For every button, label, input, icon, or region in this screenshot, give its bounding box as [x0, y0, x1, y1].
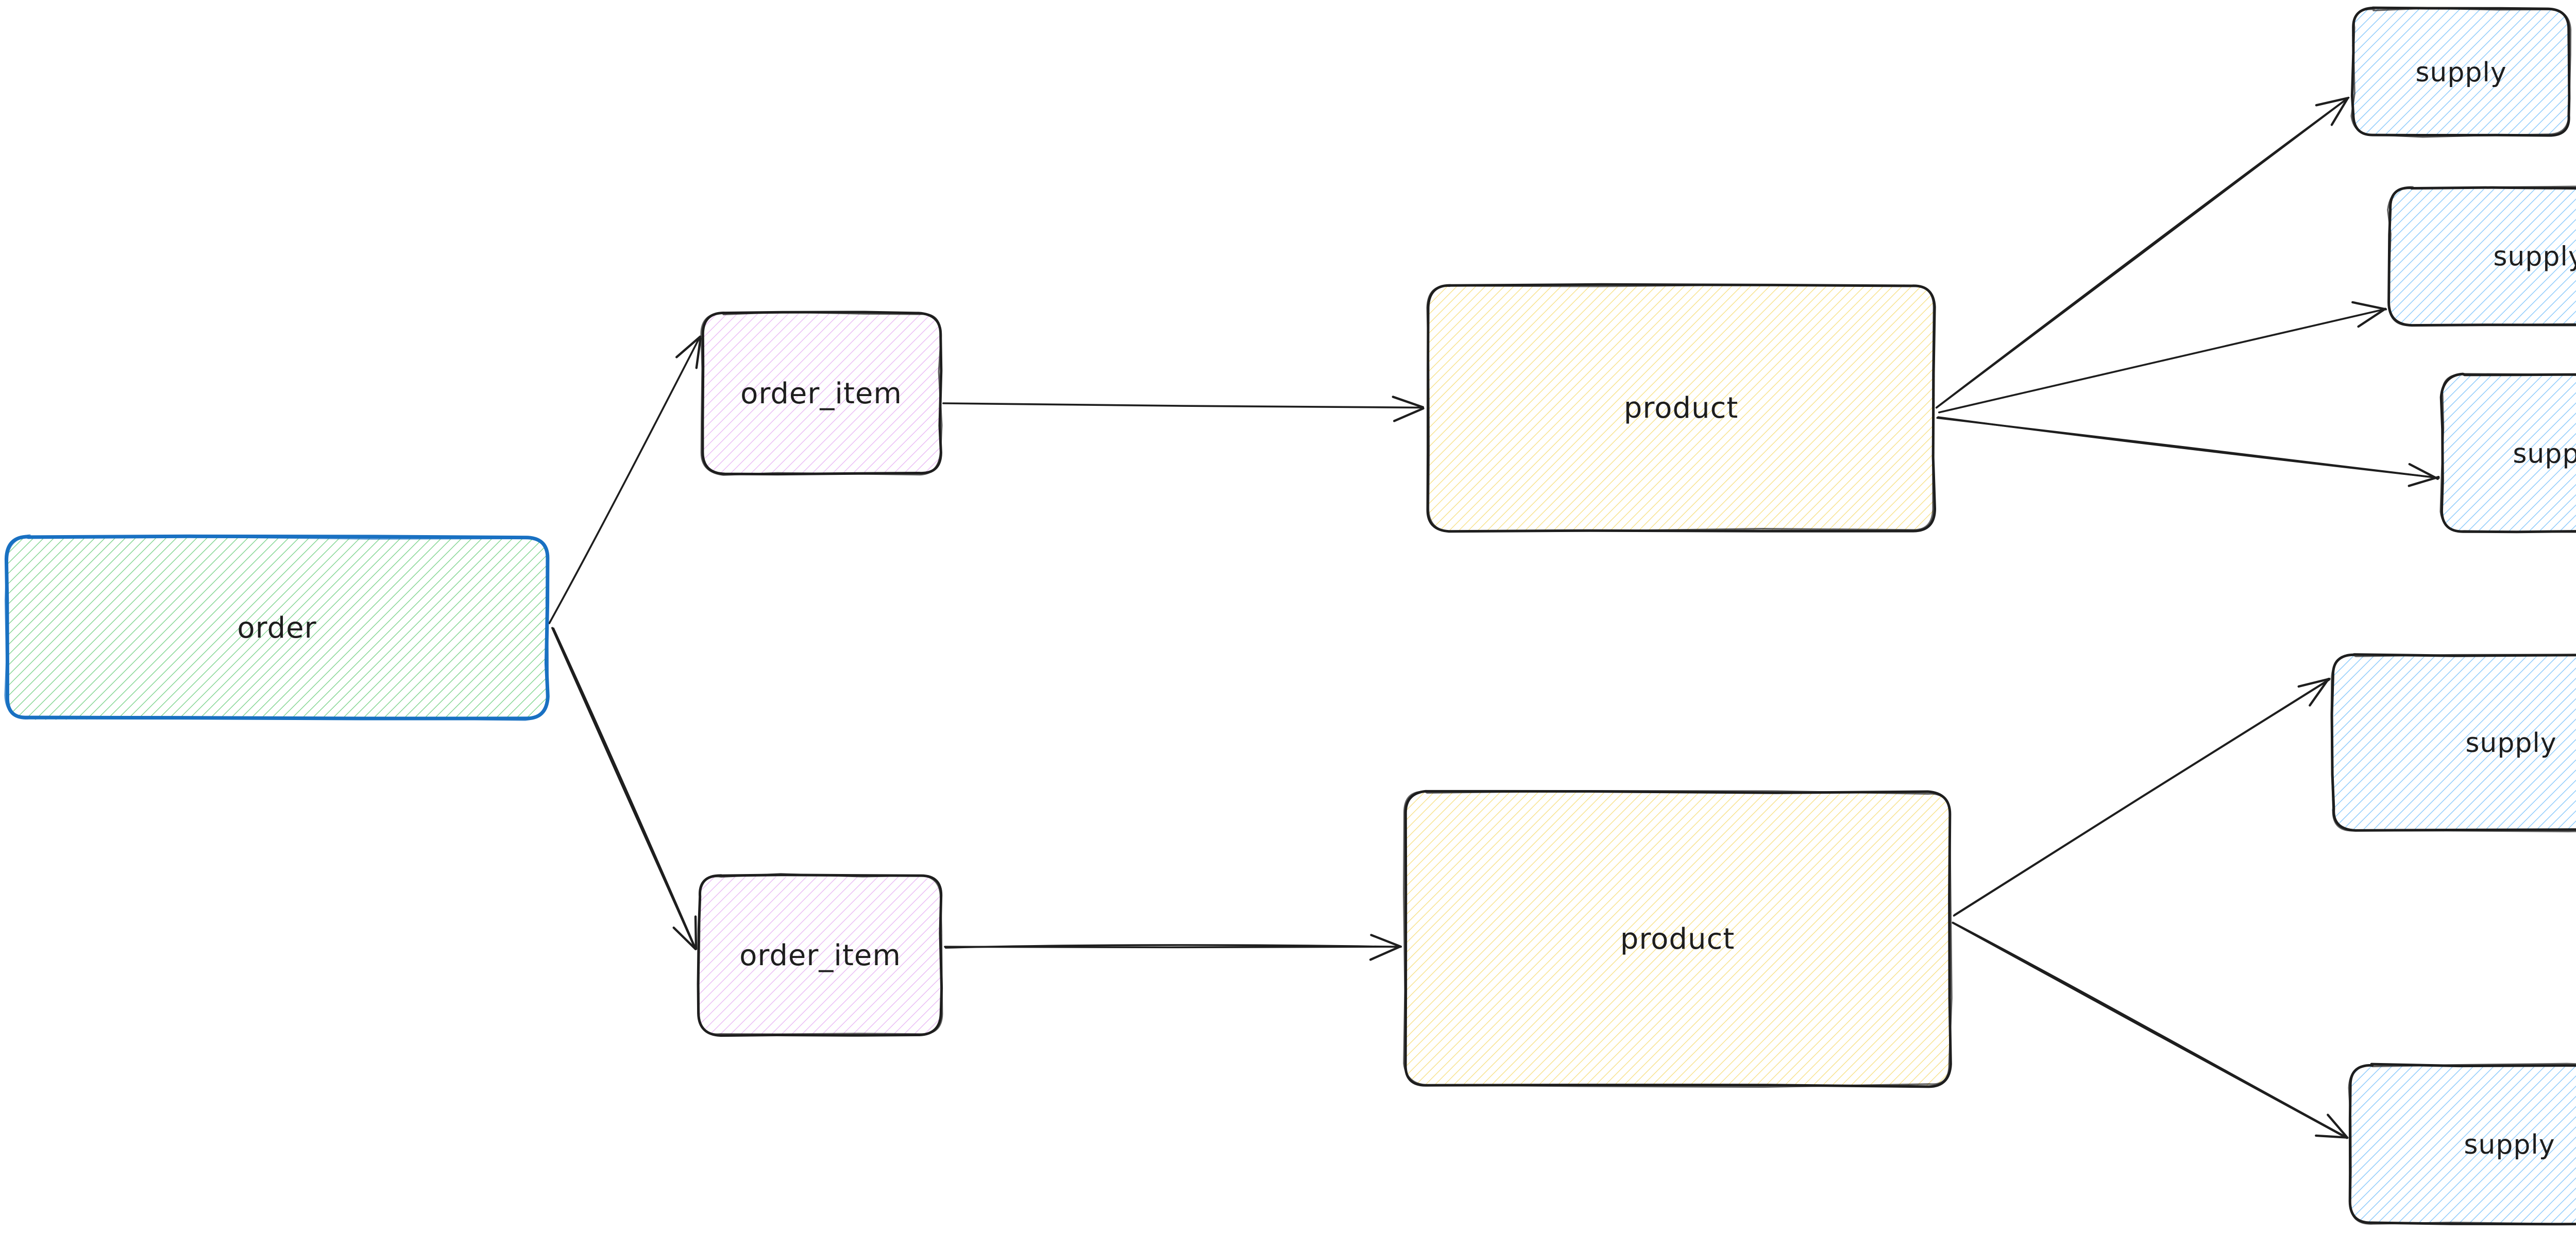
edge-line — [1952, 921, 2349, 1139]
node-fill-order_item_bottom — [698, 874, 942, 1036]
edge-line — [1936, 417, 2440, 479]
node-outline-supply_2 — [2387, 186, 2576, 327]
edge-order-to-order_item_bottom[interactable] — [551, 627, 698, 950]
edge-product_top-to-supply_1[interactable] — [1935, 96, 2350, 409]
node-supply_4[interactable]: supply — [2330, 653, 2576, 832]
node-fill-order_item_top — [701, 313, 941, 475]
arrowhead-stroke — [675, 335, 702, 358]
node-label-supply_1: supply — [2415, 57, 2506, 88]
edge-order_item_bottom-to-product_bottom[interactable] — [944, 934, 1402, 961]
arrowhead-stroke — [2357, 307, 2387, 328]
node-order[interactable]: order — [4, 534, 550, 721]
edge-line — [942, 402, 1424, 409]
edge-line — [1938, 308, 2386, 414]
arrowhead-stroke — [2351, 301, 2387, 311]
arrowhead-stroke — [1370, 934, 1402, 948]
arrowhead-stroke — [2297, 677, 2331, 688]
node-product_bottom[interactable]: product — [1403, 790, 1953, 1088]
node-outline-supply_3 — [2439, 373, 2576, 533]
arrowhead-stroke — [672, 927, 697, 950]
edge-product_top-to-supply_3[interactable] — [1936, 416, 2440, 487]
node-label-order_item_bottom: order_item — [739, 939, 901, 972]
node-fill-supply_5 — [2349, 1064, 2576, 1225]
node-label-product_top: product — [1624, 391, 1738, 425]
node-label-supply_2: supply — [2493, 242, 2576, 272]
edge-line — [944, 944, 1401, 949]
node-outline-product_top — [1426, 284, 1935, 533]
node-order_item_bottom[interactable]: order_item — [697, 873, 943, 1037]
node-outline-supply_5 — [2348, 1063, 2576, 1226]
node-label-order: order — [237, 611, 316, 645]
arrowhead-stroke — [2330, 97, 2349, 126]
node-outline-supply_1 — [2350, 7, 2572, 138]
arrowhead-stroke — [1393, 407, 1425, 422]
node-supply_2[interactable]: supply — [2387, 185, 2576, 327]
arrowhead-stroke — [1369, 945, 1401, 961]
node-label-product_bottom: product — [1620, 922, 1735, 956]
node-supply_3[interactable]: supply — [2439, 372, 2576, 534]
edge-product_bottom-to-supply_5[interactable] — [1952, 921, 2349, 1139]
node-layer: orderorder_itemorder_itemproductproducts… — [4, 6, 2576, 1226]
arrowhead-stroke — [2309, 678, 2330, 707]
arrowhead-stroke — [2408, 475, 2440, 487]
arrowhead-stroke — [1392, 396, 1425, 408]
node-label-order_item_top: order_item — [740, 377, 902, 410]
node-fill-order — [5, 536, 549, 720]
arrowhead-stroke — [2327, 1114, 2349, 1139]
node-fill-supply_4 — [2332, 654, 2576, 832]
arrowhead-stroke — [695, 337, 702, 369]
node-fill-product_top — [1428, 284, 1935, 532]
arrowhead-stroke — [2315, 97, 2349, 107]
node-order_item_top[interactable]: order_item — [700, 311, 943, 476]
node-supply_1[interactable]: supply — [2350, 6, 2572, 138]
node-label-supply_4: supply — [2465, 728, 2556, 759]
node-supply_5[interactable]: supply — [2348, 1063, 2576, 1226]
edge-layer — [548, 96, 2440, 1139]
node-fill-supply_1 — [2351, 8, 2570, 136]
node-fill-supply_3 — [2442, 373, 2576, 533]
edge-line — [552, 627, 697, 950]
node-outline-supply_2 — [2387, 185, 2576, 327]
node-outline-order — [4, 534, 549, 721]
node-outline-order_item_top — [700, 311, 943, 476]
node-outline-supply_4 — [2330, 654, 2576, 832]
edge-product_top-to-supply_2[interactable] — [1938, 301, 2387, 414]
node-outline-order_item_bottom — [698, 873, 943, 1035]
node-fill-supply_2 — [2388, 187, 2576, 324]
node-product_top[interactable]: product — [1426, 283, 1936, 533]
node-outline-product_bottom — [1403, 790, 1953, 1088]
edge-line — [1954, 679, 2330, 916]
edge-line — [548, 336, 701, 624]
edge-line — [1936, 96, 2350, 408]
arrowhead-stroke — [2315, 1134, 2348, 1139]
node-label-supply_5: supply — [2464, 1129, 2555, 1160]
edge-order_item_top-to-product_top[interactable] — [942, 396, 1425, 422]
arrowhead-stroke — [2408, 463, 2439, 480]
node-fill-product_bottom — [1403, 791, 1951, 1086]
node-label-supply_3: supply — [2513, 439, 2576, 470]
node-outline-supply_5 — [2348, 1063, 2576, 1225]
edge-product_bottom-to-supply_4[interactable] — [1953, 677, 2331, 917]
edge-order-to-order_item_top[interactable] — [548, 335, 702, 624]
